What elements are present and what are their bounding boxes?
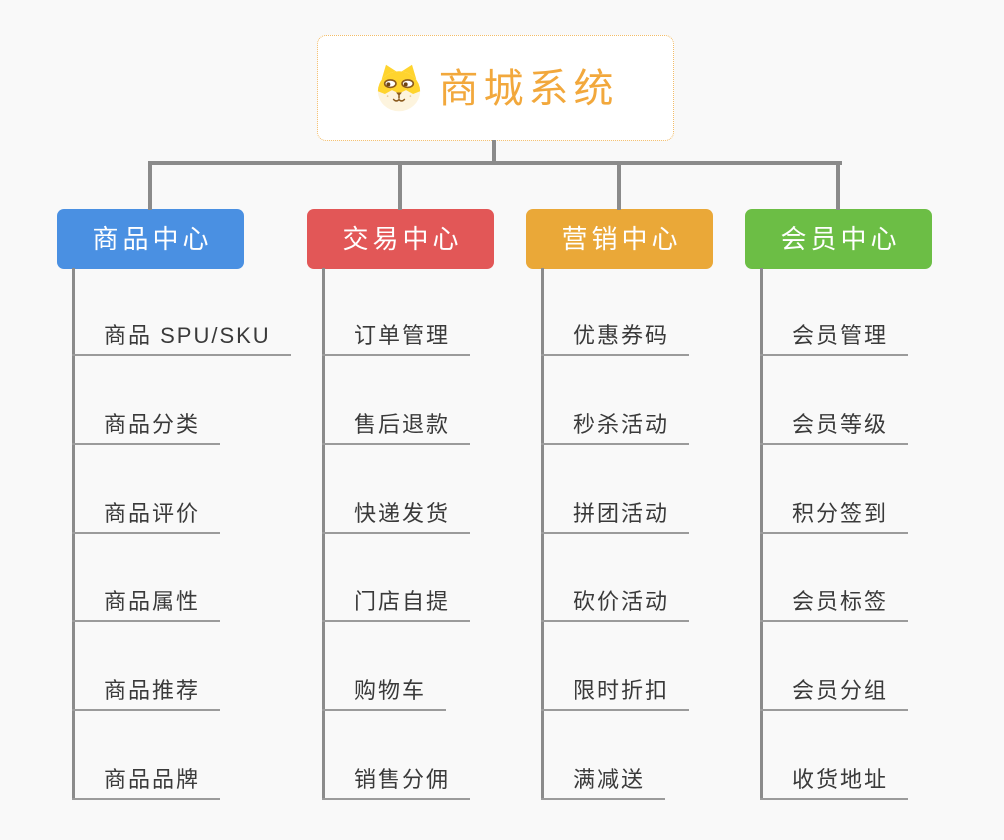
- branch-node-members[interactable]: 会员中心: [745, 209, 932, 269]
- branch-node-products[interactable]: 商品中心: [57, 209, 244, 269]
- root-node[interactable]: 商城系统: [317, 35, 674, 141]
- child-node[interactable]: 商品评价: [72, 498, 221, 534]
- child-node[interactable]: 会员标签: [760, 586, 909, 622]
- child-node[interactable]: 门店自提: [322, 586, 471, 622]
- connector-drop-marketing: [617, 161, 621, 210]
- child-node[interactable]: 秒杀活动: [541, 409, 690, 445]
- child-node[interactable]: 商品品牌: [72, 764, 221, 800]
- connector-branch-line: [322, 268, 325, 800]
- connector-branch-line: [760, 268, 763, 800]
- child-node[interactable]: 砍价活动: [541, 586, 690, 622]
- root-node-label: 商城系统: [438, 67, 619, 111]
- child-node[interactable]: 售后退款: [322, 409, 471, 445]
- branch-label: 商品中心: [92, 224, 213, 254]
- child-node[interactable]: 商品推荐: [72, 675, 221, 711]
- shiba-dog-icon: [377, 64, 420, 112]
- child-node[interactable]: 拼团活动: [541, 498, 690, 534]
- branch-label: 交易中心: [342, 224, 463, 254]
- child-node[interactable]: 商品属性: [72, 586, 221, 622]
- child-node[interactable]: 商品分类: [72, 409, 221, 445]
- child-node[interactable]: 限时折扣: [541, 675, 690, 711]
- connector-drop-trade: [398, 161, 402, 210]
- branch-node-trade[interactable]: 交易中心: [307, 209, 494, 269]
- child-node[interactable]: 会员分组: [760, 675, 909, 711]
- child-node[interactable]: 会员等级: [760, 409, 909, 445]
- child-node[interactable]: 快递发货: [322, 498, 471, 534]
- child-node[interactable]: 购物车: [322, 675, 447, 711]
- child-node[interactable]: 会员管理: [760, 320, 909, 356]
- connector-drop-products: [148, 161, 152, 210]
- branch-label: 营销中心: [561, 224, 682, 254]
- child-node[interactable]: 订单管理: [322, 320, 471, 356]
- connector-branch-line: [72, 268, 75, 800]
- child-node[interactable]: 优惠券码: [541, 320, 690, 356]
- connector-rail: [148, 161, 842, 165]
- child-node[interactable]: 满减送: [541, 764, 666, 800]
- connector-branch-line: [541, 268, 544, 800]
- connector-root-stub: [492, 140, 496, 165]
- child-node[interactable]: 商品 SPU/SKU: [72, 320, 291, 356]
- child-node[interactable]: 积分签到: [760, 498, 909, 534]
- branch-node-marketing[interactable]: 营销中心: [526, 209, 713, 269]
- branch-label: 会员中心: [780, 224, 901, 254]
- connector-drop-members: [836, 161, 840, 210]
- child-node[interactable]: 销售分佣: [322, 764, 471, 800]
- child-node[interactable]: 收货地址: [760, 764, 909, 800]
